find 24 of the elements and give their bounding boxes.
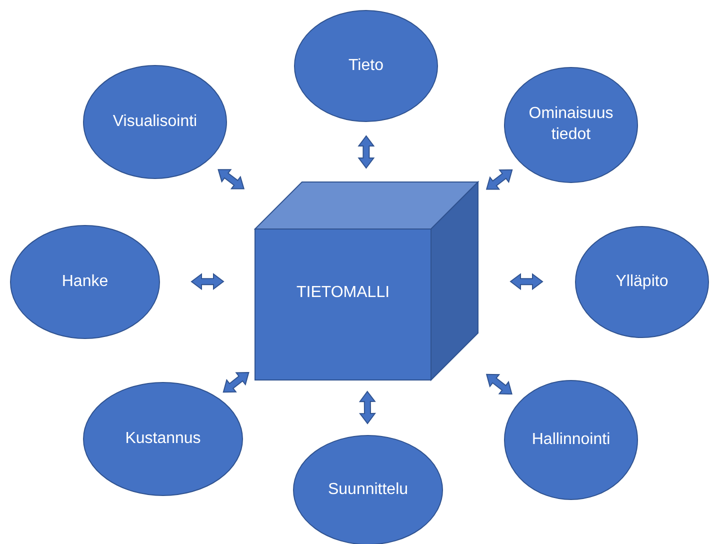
node-label: Tieto <box>348 56 384 76</box>
double-arrow <box>486 169 513 190</box>
ellipse-node <box>10 225 160 339</box>
ellipse-node <box>575 226 709 338</box>
node-label: Visualisointi <box>112 112 198 132</box>
ellipse-node <box>294 10 438 122</box>
node-label: Kustannus <box>125 428 201 449</box>
double-arrow <box>218 169 245 190</box>
cube-label: TIETOMALLI <box>295 282 391 302</box>
ellipse-node <box>504 380 638 500</box>
double-arrow <box>486 374 512 395</box>
node-label: Hanke <box>62 272 108 292</box>
ellipse-node <box>83 382 243 496</box>
node-label: Hallinnointi <box>532 430 610 450</box>
double-arrow <box>358 135 375 169</box>
node-label: Suunnittelu <box>328 480 408 500</box>
node-label: Ominaisuus tiedot <box>528 104 614 145</box>
node-label: Ylläpito <box>616 272 668 292</box>
double-arrow <box>222 372 250 393</box>
double-arrow <box>510 273 544 290</box>
ellipse-node <box>83 65 227 179</box>
double-arrow <box>190 273 224 290</box>
double-arrow <box>358 390 376 424</box>
ellipse-node <box>504 67 638 183</box>
